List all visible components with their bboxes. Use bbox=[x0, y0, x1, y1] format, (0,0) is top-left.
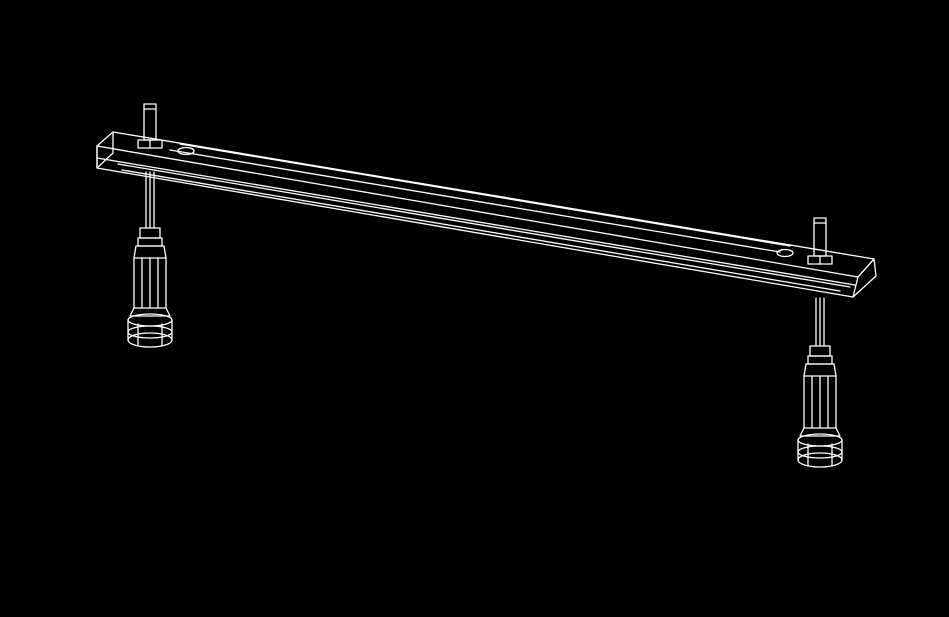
right-adjuster-foot bbox=[797, 345, 843, 468]
left-adjuster-foot bbox=[127, 227, 173, 348]
right-threaded-rod bbox=[807, 217, 833, 347]
crossbar bbox=[96, 131, 877, 298]
bar-holes bbox=[177, 146, 794, 258]
left-threaded-rod bbox=[137, 103, 163, 229]
